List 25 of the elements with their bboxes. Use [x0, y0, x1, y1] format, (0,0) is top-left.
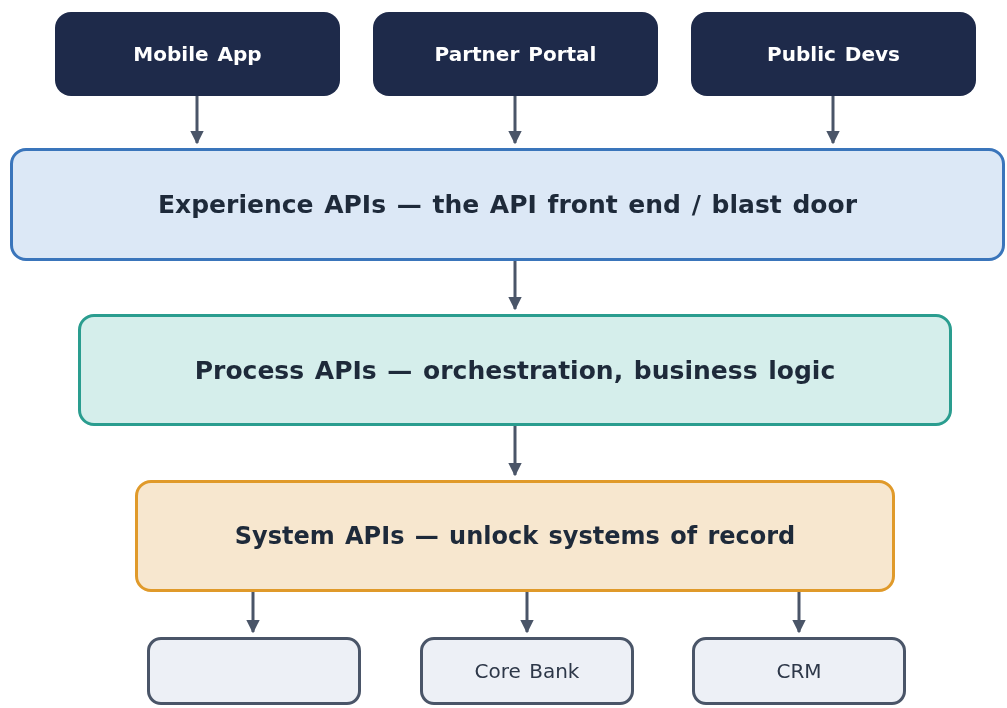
node-label: Mobile App [133, 42, 262, 66]
arrow [826, 96, 840, 145]
client-box [373, 12, 658, 96]
arrow [508, 426, 522, 477]
client-box [55, 12, 340, 96]
node-label: CRM [776, 659, 822, 683]
node-label: System APIs — unlock systems of record [234, 522, 796, 550]
client-box [691, 12, 976, 96]
node-label: Core Bank [474, 659, 580, 683]
node-label: Process APIs — orchestration, business logic [194, 355, 836, 385]
layer-box [135, 480, 895, 592]
arrow [246, 592, 260, 634]
system-box [147, 637, 361, 705]
arrow [190, 96, 204, 145]
layer-box [10, 148, 1005, 261]
node-label: Experience APIs — the API front end / blast door [158, 190, 857, 219]
arrow [508, 261, 522, 311]
arrow [792, 592, 806, 634]
system-box [692, 637, 906, 705]
node-label: Partner Portal [434, 42, 597, 66]
node-label: Public Devs [767, 42, 900, 66]
layer-box [78, 314, 952, 426]
arrow [508, 96, 522, 145]
arrow [520, 592, 534, 634]
system-box [420, 637, 634, 705]
